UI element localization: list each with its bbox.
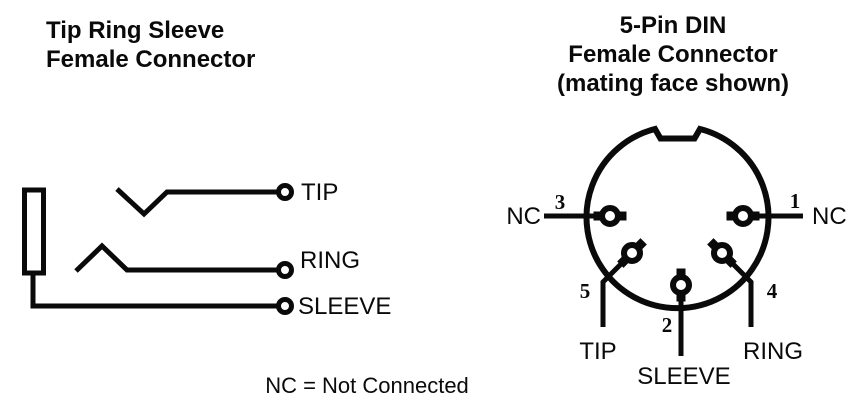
pin5-tab-ne — [635, 238, 647, 250]
din-title-line1: 5-Pin DIN — [620, 12, 727, 39]
pin2-tab-top — [676, 268, 686, 276]
nc-footnote: NC = Not Connected — [265, 373, 469, 398]
pin2-socket-hole — [670, 274, 692, 296]
pin4-socket-hole — [711, 242, 733, 264]
pin2-sleeve-label: SLEEVE — [637, 363, 730, 390]
pin1-tab-right — [752, 211, 760, 221]
pin5-number: 5 — [580, 279, 591, 303]
pin4-tab-nw — [707, 238, 719, 250]
pin4-tab-se — [725, 256, 737, 268]
pin5-tip-label: TIP — [579, 338, 616, 365]
din-pin-3 — [593, 205, 627, 227]
ring-terminal — [276, 261, 294, 279]
sleeve-terminal — [276, 297, 294, 315]
pin1-socket-hole — [732, 205, 754, 227]
tip-label: TIP — [301, 179, 338, 206]
din-pin-5 — [617, 238, 647, 268]
pin3-tab-left — [593, 211, 601, 221]
pin3-tab-right — [619, 211, 627, 221]
pin2-tab-bottom — [676, 294, 686, 302]
din-pin-2 — [670, 268, 692, 302]
din-pin-4 — [707, 238, 737, 268]
pin1-tab-left — [726, 211, 734, 221]
ring-label: RING — [300, 247, 360, 274]
pin3-number: 3 — [555, 190, 566, 214]
pin1-nc-label: NC — [812, 203, 847, 230]
din-connector: 5-Pin DIN Female Connector (mating face … — [506, 12, 846, 390]
pin3-socket-hole — [599, 205, 621, 227]
pin5-tab-sw — [617, 256, 629, 268]
trs-schematic: Tip Ring Sleeve Female Connector TIP RIN… — [22, 17, 391, 320]
din-shell-outline — [583, 125, 772, 312]
pin2-number: 2 — [662, 313, 673, 337]
trs-title-line1: Tip Ring Sleeve — [46, 17, 224, 44]
trs-jack-body — [22, 187, 46, 276]
tip-contact-wire — [115, 187, 277, 218]
din-title-line2: Female Connector — [568, 41, 777, 68]
sleeve-wire — [30, 273, 277, 309]
pin4-ring-label: RING — [743, 338, 803, 365]
pin4-number: 4 — [767, 279, 778, 303]
trs-title-line2: Female Connector — [46, 46, 255, 73]
sleeve-label: SLEEVE — [298, 293, 391, 320]
ring-contact-wire — [74, 242, 277, 273]
din-title-line3: (mating face shown) — [557, 70, 789, 97]
pin5-socket-hole — [621, 242, 643, 264]
pin3-nc-label: NC — [506, 203, 541, 230]
pin1-number: 1 — [790, 189, 801, 213]
din-pin-1 — [726, 205, 760, 227]
tip-terminal — [276, 183, 294, 201]
